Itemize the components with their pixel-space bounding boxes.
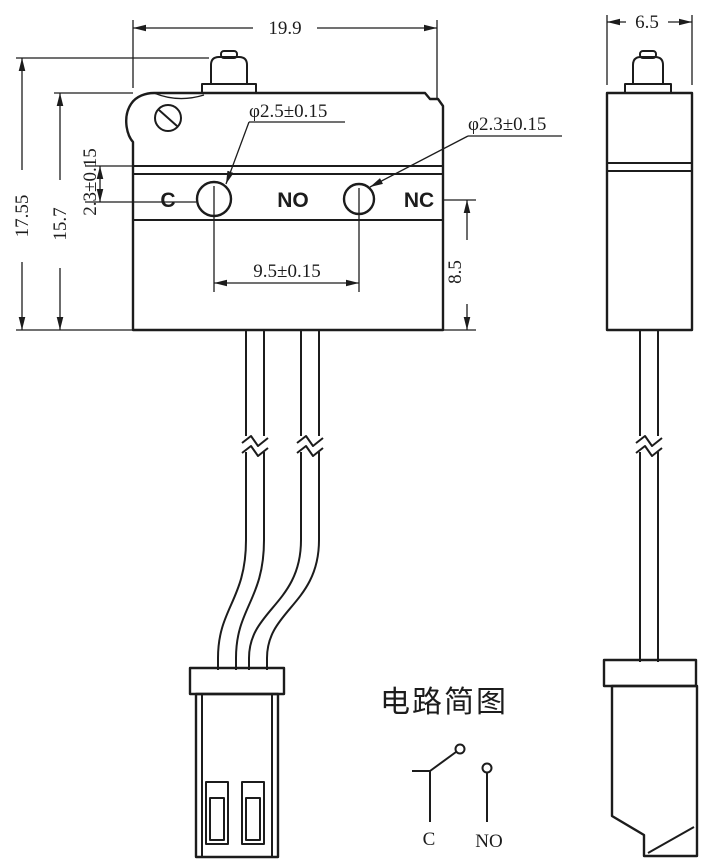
circuit-contact-icon (454, 743, 466, 755)
front-dimension-lines (18, 24, 471, 330)
connector-slot-inner (245, 797, 261, 841)
circuit-diagram: 电路简图 C NO (380, 686, 508, 852)
terminal-label-nc: NC (404, 189, 434, 212)
terminal-hole-left (195, 180, 233, 218)
side-body-outline (605, 91, 694, 332)
plunger-cap (220, 50, 238, 59)
circuit-title: 电路简图 (380, 686, 508, 719)
wire-break-zigzag (241, 435, 269, 447)
lever-arc (153, 92, 205, 100)
connector-slot-inner (209, 797, 225, 841)
plunger-dome (632, 56, 664, 85)
hole-right-callout: φ2.3±0.15 (468, 114, 546, 135)
wire-left-edge (235, 330, 265, 670)
wire-break-zigzag (296, 445, 324, 457)
connector-latch-line (647, 826, 695, 854)
dim-side-width-label: 6.5 (635, 12, 659, 33)
front-wires (217, 330, 324, 670)
side-plunger (624, 50, 672, 94)
connector-body (194, 692, 280, 859)
pivot-screw-icon (154, 104, 182, 132)
side-view: 6.5 (602, 12, 699, 858)
front-connector (188, 666, 286, 859)
connector-slot (241, 781, 265, 845)
dim-hole-offset-label: 2.3±0.15 (80, 148, 101, 215)
dim-width-label: 19.9 (268, 18, 301, 39)
circuit-contact-icon (481, 762, 493, 774)
wire-break-zigzag (635, 435, 663, 447)
dim-hole-bottom-label: 8.5 (445, 260, 466, 284)
side-switch-body (605, 91, 694, 332)
wire-right-edge (266, 330, 320, 670)
leader-line (369, 135, 469, 188)
side-connector (602, 658, 699, 858)
dim-hole-pitch-label: 9.5±0.15 (253, 261, 320, 282)
side-dimensions: 6.5 (606, 12, 693, 85)
terminal-label-c: C (160, 189, 175, 212)
wire-left-edge (217, 330, 247, 670)
wire-right-edge (248, 330, 302, 670)
side-wire (635, 330, 663, 662)
circuit-label-c: C (423, 829, 436, 850)
connector-rim (602, 658, 698, 688)
plunger-dome (210, 56, 248, 85)
front-switch-body: C NO NC (125, 91, 445, 332)
screw-slot (158, 109, 178, 127)
terminal-label-no: NO (277, 189, 309, 212)
circuit-label-no: NO (475, 831, 502, 852)
terminal-hole-right (342, 182, 376, 216)
plunger-cap (639, 50, 657, 59)
front-extension-lines (16, 20, 476, 331)
circuit-c-lead (412, 770, 431, 822)
plunger-collar (201, 83, 257, 94)
front-view: 19.9 17.55 15.7 2.3±0.15 φ2.5±0.15 φ2.3±… (12, 18, 562, 859)
connector-slot (205, 781, 229, 845)
dim-body-height-label: 15.7 (50, 207, 71, 240)
connector-body (610, 684, 699, 858)
front-plunger (201, 50, 257, 94)
connector-rim (188, 666, 286, 696)
body-outline (125, 91, 445, 332)
wire-break-zigzag (241, 445, 269, 457)
dim-total-height-label: 17.55 (12, 195, 33, 238)
wire-break-zigzag (635, 445, 663, 457)
wire-break-zigzag (296, 435, 324, 447)
hole-left-callout: φ2.5±0.15 (249, 101, 327, 122)
circuit-switch-arm (429, 751, 457, 772)
plunger-collar (624, 83, 672, 94)
